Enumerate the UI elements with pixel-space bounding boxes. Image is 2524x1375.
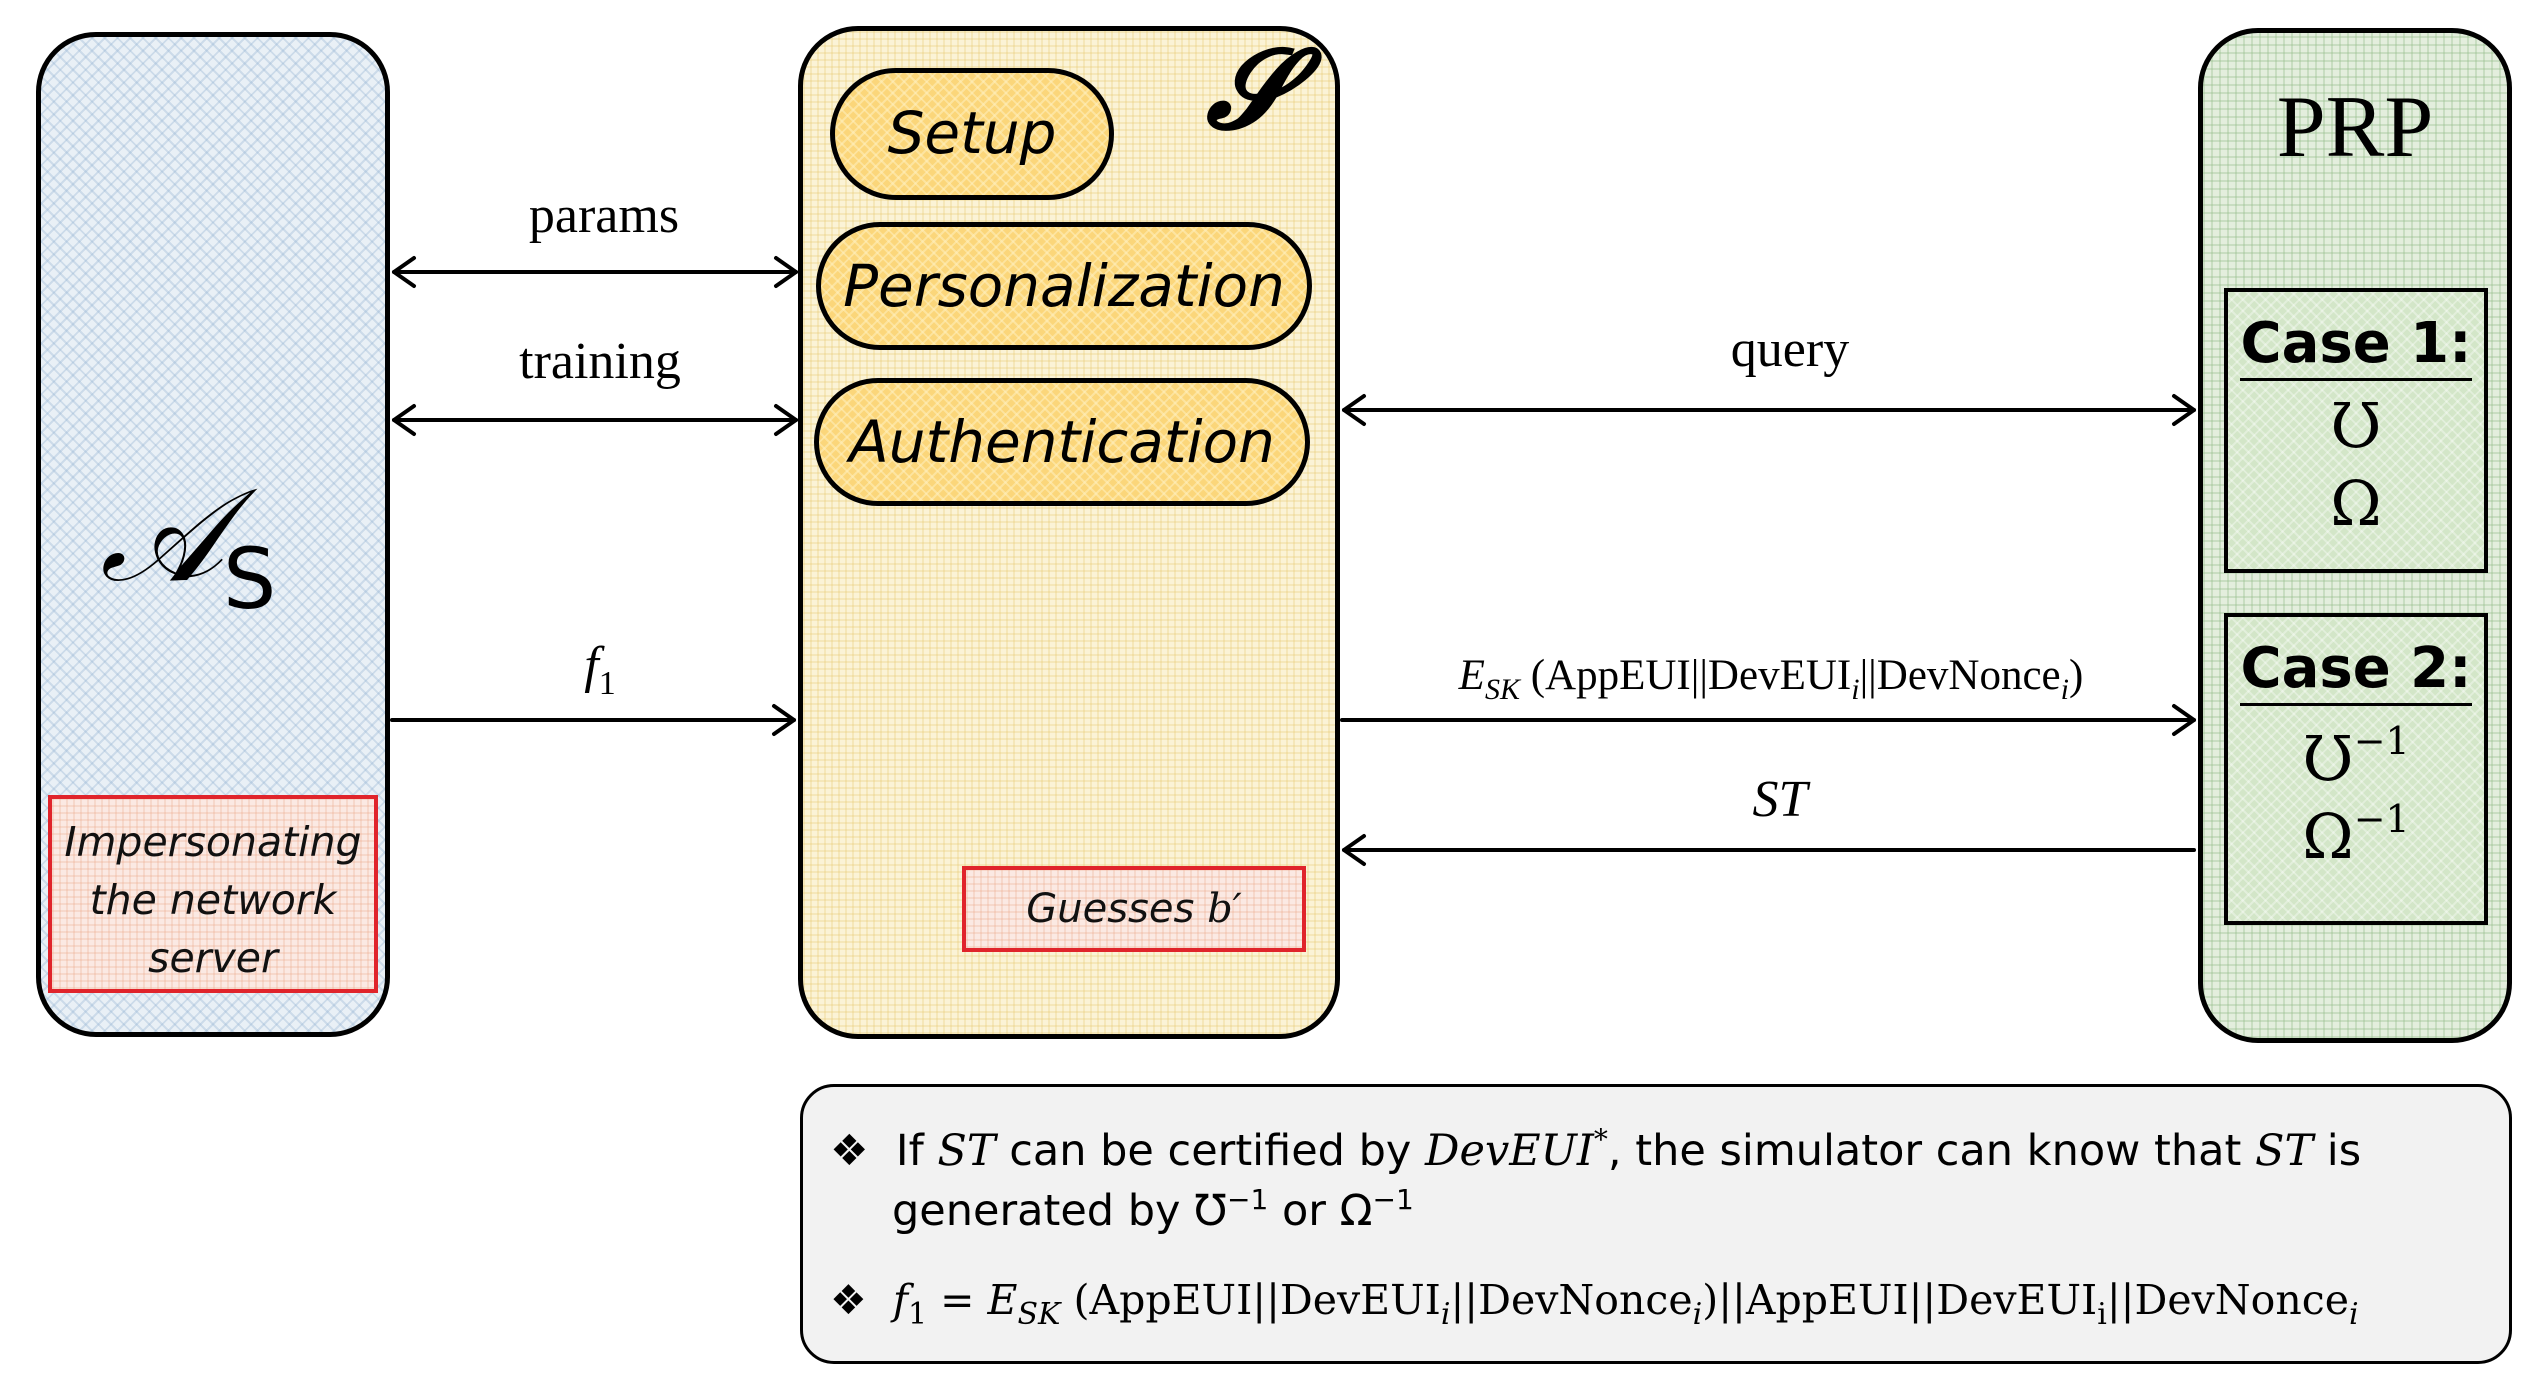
case2-symbol-b: Ω−1 (2302, 797, 2410, 873)
query-label: query (1730, 321, 1850, 378)
notes-box (800, 1084, 2512, 1364)
f1-arrow (390, 704, 796, 736)
case1-symbol-b: Ω (2330, 467, 2382, 540)
case2-symbol-a: Ʊ−1 (2302, 719, 2410, 795)
simulator-symbol: 𝓢 (1206, 24, 1292, 153)
phase-authentication: Authentication (814, 378, 1310, 506)
st-label: ST (1752, 771, 1808, 828)
esk-arrow (1340, 704, 2196, 736)
st-arrow (1342, 834, 2196, 866)
prp-title: PRP (2276, 79, 2434, 176)
bullet-icon: ❖ (830, 1126, 869, 1176)
case1-box: Case 1: Ʊ Ω (2224, 288, 2488, 573)
note-line-3: ❖ f1 = ESK (AppEUI||DevEUIi||DevNoncei)|… (830, 1276, 2359, 1332)
training-label: training (519, 333, 681, 390)
phase-personalization: Personalization (816, 222, 1312, 350)
impersonation-note: Impersonating the network server (48, 795, 378, 993)
esk-label: ESK (AppEUI||DevEUIi||DevNoncei) (1458, 652, 2084, 706)
params-label: params (528, 187, 680, 244)
case2-title: Case 2: (2240, 641, 2472, 706)
case1-title: Case 1: (2240, 316, 2472, 381)
bullet-icon: ❖ (830, 1276, 867, 1324)
params-arrow (392, 256, 798, 288)
note-line-2: generated by Ʊ−1 or Ω−1 (892, 1183, 1414, 1236)
f1-label: f1 (584, 637, 616, 702)
note-line-1: ❖ If ST can be certified by DevEUI*, the… (830, 1123, 2362, 1176)
training-arrow (392, 404, 798, 436)
guess-note: Guesses b′ (962, 866, 1306, 952)
phase-setup: Setup (830, 68, 1114, 200)
query-arrow (1342, 394, 2196, 426)
case2-box: Case 2: Ʊ−1 Ω−1 (2224, 613, 2488, 925)
adversary-symbol: 𝒜S (100, 459, 277, 628)
case1-symbol-a: Ʊ (2330, 389, 2382, 462)
